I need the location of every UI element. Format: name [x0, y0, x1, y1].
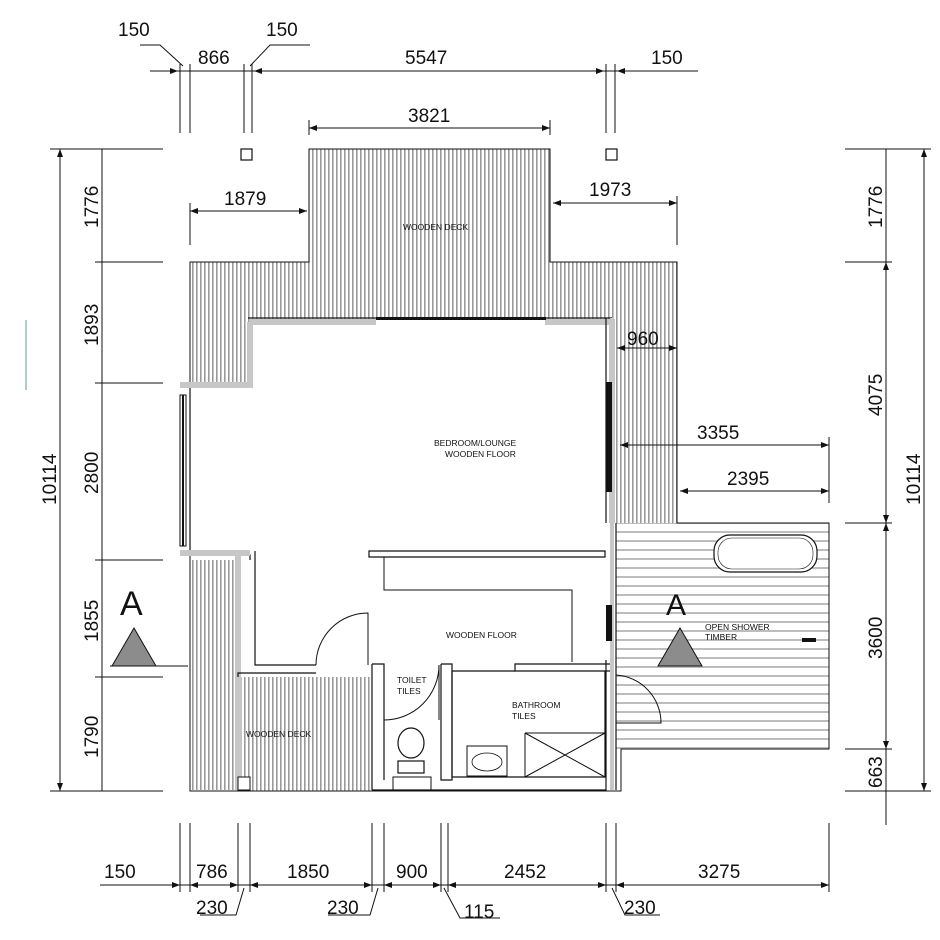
- window-right-lower: [606, 605, 612, 641]
- label-toilet-line1: TOILET: [397, 675, 427, 685]
- dim-top-150-b: 150: [266, 20, 298, 41]
- section-a-right-label: A: [666, 589, 686, 622]
- dim-bottom-3275: 3275: [698, 862, 740, 883]
- label-toilet-line2: TILES: [397, 686, 421, 696]
- dim-bottom-786: 786: [196, 862, 228, 883]
- label-wooden-deck-top: WOODEN DECK: [403, 222, 469, 232]
- label-bathroom-line1: BATHROOM: [512, 700, 560, 710]
- section-a-left-label: A: [120, 585, 143, 623]
- dim-bottom-900: 900: [396, 862, 428, 883]
- washbasin: [466, 745, 508, 777]
- label-bedroom-line2: WOODEN FLOOR: [445, 449, 516, 459]
- deck-left-upper: [190, 318, 250, 383]
- window-top: [376, 317, 546, 320]
- doors: [315, 612, 662, 724]
- dim-left-1776: 1776: [82, 186, 103, 228]
- window-right-upper: [606, 382, 612, 492]
- dim-right-3600: 3600: [866, 617, 887, 659]
- window-left-inner: [182, 395, 184, 546]
- bathtub-inner: [717, 537, 814, 570]
- deck-right-strip: [549, 262, 677, 320]
- wooden-deck-top-area: [309, 149, 550, 319]
- post-right: [605, 148, 618, 161]
- door-shower-swing: [615, 674, 662, 724]
- basin-bowl: [471, 752, 503, 772]
- dim-bottom-2452: 2452: [504, 862, 546, 883]
- dim-1973: 1973: [589, 180, 631, 201]
- dim-3355: 3355: [697, 423, 739, 444]
- bottom-step: [392, 776, 432, 792]
- dimension-arrows: [57, 68, 927, 888]
- dim-top-3821: 3821: [408, 106, 450, 127]
- label-bedroom-line1: BEDROOM/LOUNGE: [434, 438, 517, 448]
- dim-left-1790: 1790: [82, 716, 103, 758]
- dim-top-150-a: 150: [118, 20, 150, 41]
- toilet-cistern: [397, 760, 425, 774]
- label-shower-line1: OPEN SHOWER: [705, 622, 770, 632]
- corridor-wall: [368, 550, 606, 558]
- right-wall-line: [372, 318, 617, 791]
- dim-top-5547: 5547: [405, 48, 447, 69]
- post-left: [240, 148, 253, 161]
- dim-right-total: 10114: [904, 453, 925, 505]
- shower-glass: [524, 732, 606, 778]
- section-a-left-triangle: [111, 627, 157, 667]
- left-room-wall: [237, 551, 316, 677]
- dimension-labels: 150 866 150 5547 150 3821 1879 1973 960 …: [40, 20, 925, 923]
- bathroom-outline: [451, 670, 606, 778]
- dim-bottom-230-c: 230: [624, 898, 656, 919]
- deck-left-lower: [190, 560, 238, 790]
- room-labels: WOODEN DECK BEDROOM/LOUNGE WOODEN FLOOR …: [246, 222, 770, 739]
- section-markers: A A: [111, 585, 703, 667]
- label-wooden-deck-bottom: WOODEN DECK: [246, 729, 312, 739]
- dim-right-663: 663: [866, 756, 887, 788]
- label-wooden-floor: WOODEN FLOOR: [446, 630, 517, 640]
- dim-bottom-230-b: 230: [327, 898, 359, 919]
- outer-outline: [189, 148, 830, 792]
- dim-right-1776: 1776: [866, 186, 887, 228]
- wardrobe-lines: [383, 557, 573, 662]
- dim-bottom-115: 115: [464, 902, 494, 923]
- dim-bottom-1850: 1850: [287, 862, 329, 883]
- windows: [179, 317, 612, 641]
- deck-left-strip: [190, 262, 310, 320]
- label-bathroom-line2: TILES: [512, 711, 536, 721]
- dim-left-total: 10114: [40, 453, 61, 505]
- dim-1879: 1879: [224, 189, 266, 210]
- dim-960: 960: [627, 329, 659, 350]
- toilet-walls: [371, 663, 453, 790]
- dim-bottom-230-a: 230: [196, 898, 228, 919]
- shower-head: [802, 638, 816, 642]
- post-bottom: [237, 776, 251, 791]
- dim-bottom-150: 150: [104, 862, 136, 883]
- fixtures: [25, 148, 818, 791]
- bathtub: [713, 534, 818, 573]
- section-a-right-triangle: [657, 627, 703, 667]
- dim-left-2800: 2800: [82, 452, 103, 494]
- dimension-lines: [50, 44, 931, 919]
- dim-right-4075: 4075: [866, 374, 887, 416]
- door-toilet-swing: [383, 664, 440, 721]
- door-room-swing: [315, 612, 369, 666]
- deck-right-side: [612, 318, 677, 523]
- dim-top-150-c: 150: [651, 48, 683, 69]
- dim-2395: 2395: [727, 469, 769, 490]
- dim-left-1893: 1893: [82, 304, 103, 346]
- toilet-bowl: [397, 727, 425, 759]
- label-shower-line2: TIMBER: [705, 632, 737, 642]
- scale-marker: [25, 320, 27, 390]
- wooden-deck-bottom-area: [238, 677, 372, 791]
- dim-top-866: 866: [198, 48, 230, 69]
- dim-left-1855: 1855: [82, 600, 103, 642]
- bath-top-wall: [514, 663, 613, 672]
